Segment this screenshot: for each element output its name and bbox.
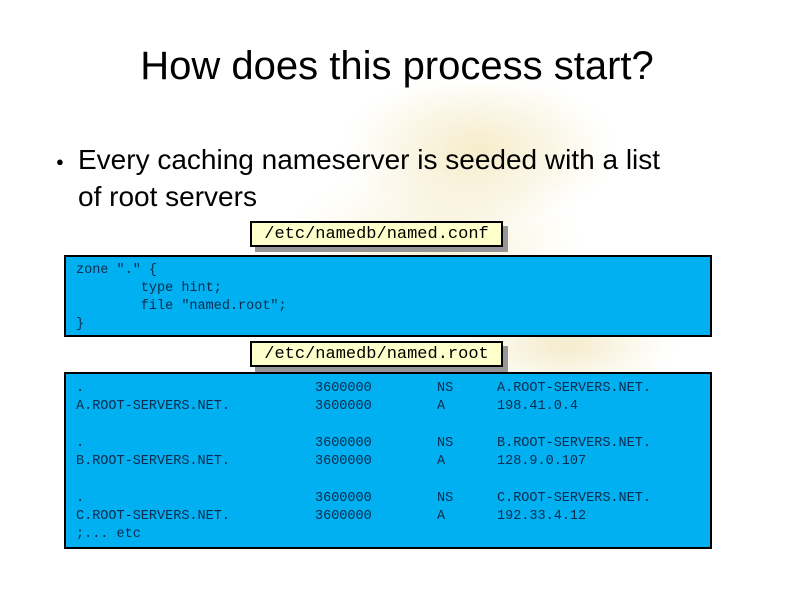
owner-column: . C.ROOT-SERVERS.NET. ;... etc xyxy=(76,491,230,542)
dns-record-group: . B.ROOT-SERVERS.NET. 3600000 3600000 NS A… xyxy=(66,435,710,471)
owner-column: . B.ROOT-SERVERS.NET. xyxy=(76,436,230,469)
owner-column: . A.ROOT-SERVERS.NET. xyxy=(76,381,230,414)
bullet-text: Every caching nameserver is seeded with … xyxy=(78,141,768,215)
dns-record-group: . A.ROOT-SERVERS.NET. 3600000 3600000 NS A… xyxy=(66,380,710,416)
slide-title: How does this process start? xyxy=(140,44,654,88)
value-column: A.ROOT-SERVERS.NET. 198.41.0.4 xyxy=(497,381,651,414)
root-records: . A.ROOT-SERVERS.NET. 3600000 3600000 NS A… xyxy=(66,380,710,544)
root-servers-table-box: . A.ROOT-SERVERS.NET. 3600000 3600000 NS A… xyxy=(64,372,712,549)
type-column: NS A xyxy=(437,381,454,414)
named-conf-code-box: zone "." { type hint; file "named.root";… xyxy=(64,255,712,337)
file-path-label-named-conf: /etc/namedb/named.conf xyxy=(250,221,503,247)
type-column: NS A xyxy=(437,491,454,524)
ttl-column: 3600000 3600000 xyxy=(315,436,372,469)
zone-hint-code: zone "." { type hint; file "named.root";… xyxy=(76,263,287,332)
ttl-column: 3600000 3600000 xyxy=(315,491,372,524)
bullet-dot-icon: ● xyxy=(56,154,64,169)
dns-record-group: . C.ROOT-SERVERS.NET. ;... etc 3600000 36… xyxy=(66,490,710,544)
bullet-text-line1: Every caching nameserver is seeded with … xyxy=(78,144,661,175)
value-column: C.ROOT-SERVERS.NET. 192.33.4.12 xyxy=(497,491,651,524)
bullet-item: ● Every caching nameserver is seeded wit… xyxy=(56,141,768,215)
value-column: B.ROOT-SERVERS.NET. 128.9.0.107 xyxy=(497,436,651,469)
type-column: NS A xyxy=(437,436,454,469)
file-path-label-named-root: /etc/namedb/named.root xyxy=(250,341,503,367)
bullet-text-line2: of root servers xyxy=(78,181,257,212)
ttl-column: 3600000 3600000 xyxy=(315,381,372,414)
